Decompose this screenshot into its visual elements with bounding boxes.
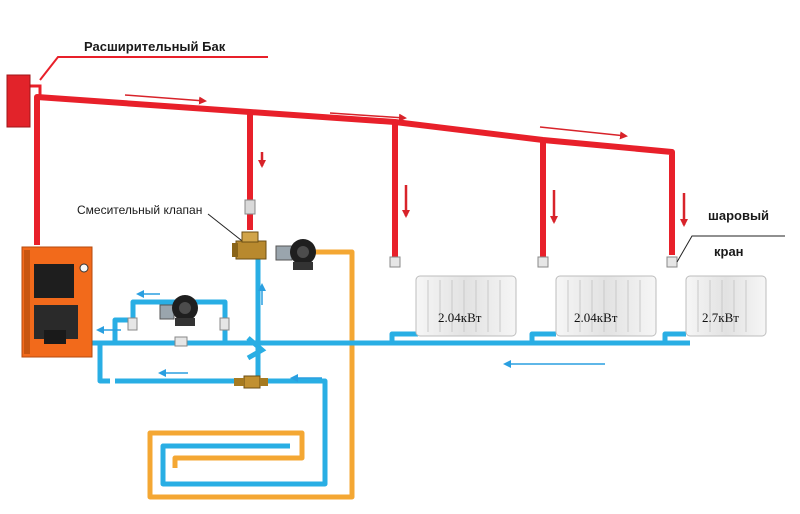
down-flow-arrows xyxy=(258,152,688,227)
radiator-3: 2.7кВт xyxy=(685,275,767,337)
mixing-valve-leader xyxy=(207,213,247,245)
expansion-tank-label: Расширительный Бак xyxy=(84,39,226,54)
return-crossover xyxy=(246,336,267,361)
ball-valve-label-line1: шаровый xyxy=(708,208,769,223)
supply-pipes xyxy=(34,94,675,262)
radiator-3-power: 2.7кВт xyxy=(702,310,739,325)
ball-valve-label-line2: кран xyxy=(714,244,744,259)
radiator-2: 2.04кВт xyxy=(555,275,657,337)
return-flow-arrows xyxy=(96,283,605,382)
circulation-pump-lower-icon xyxy=(159,295,198,326)
expansion-tank-pipe xyxy=(30,84,42,97)
boiler xyxy=(21,246,93,358)
mixing-valve-label: Смесительный клапан xyxy=(77,203,202,217)
radiator-2-power: 2.04кВт xyxy=(574,310,618,325)
floor-heating-loop xyxy=(147,249,355,500)
supply-flow-arrows xyxy=(124,94,628,140)
expansion-tank-leader xyxy=(39,56,268,81)
radiator-1-power: 2.04кВт xyxy=(438,310,482,325)
circulation-pump-upper-icon xyxy=(275,239,316,270)
boiler-gauge-icon xyxy=(79,263,89,273)
radiator-1: 2.04кВт xyxy=(415,275,517,337)
mixing-valve-icon xyxy=(232,231,267,260)
ball-valve-icon xyxy=(244,199,256,215)
expansion-tank xyxy=(6,74,31,128)
ball-valve-leader xyxy=(676,235,785,263)
three-way-valve-icon xyxy=(234,375,268,389)
